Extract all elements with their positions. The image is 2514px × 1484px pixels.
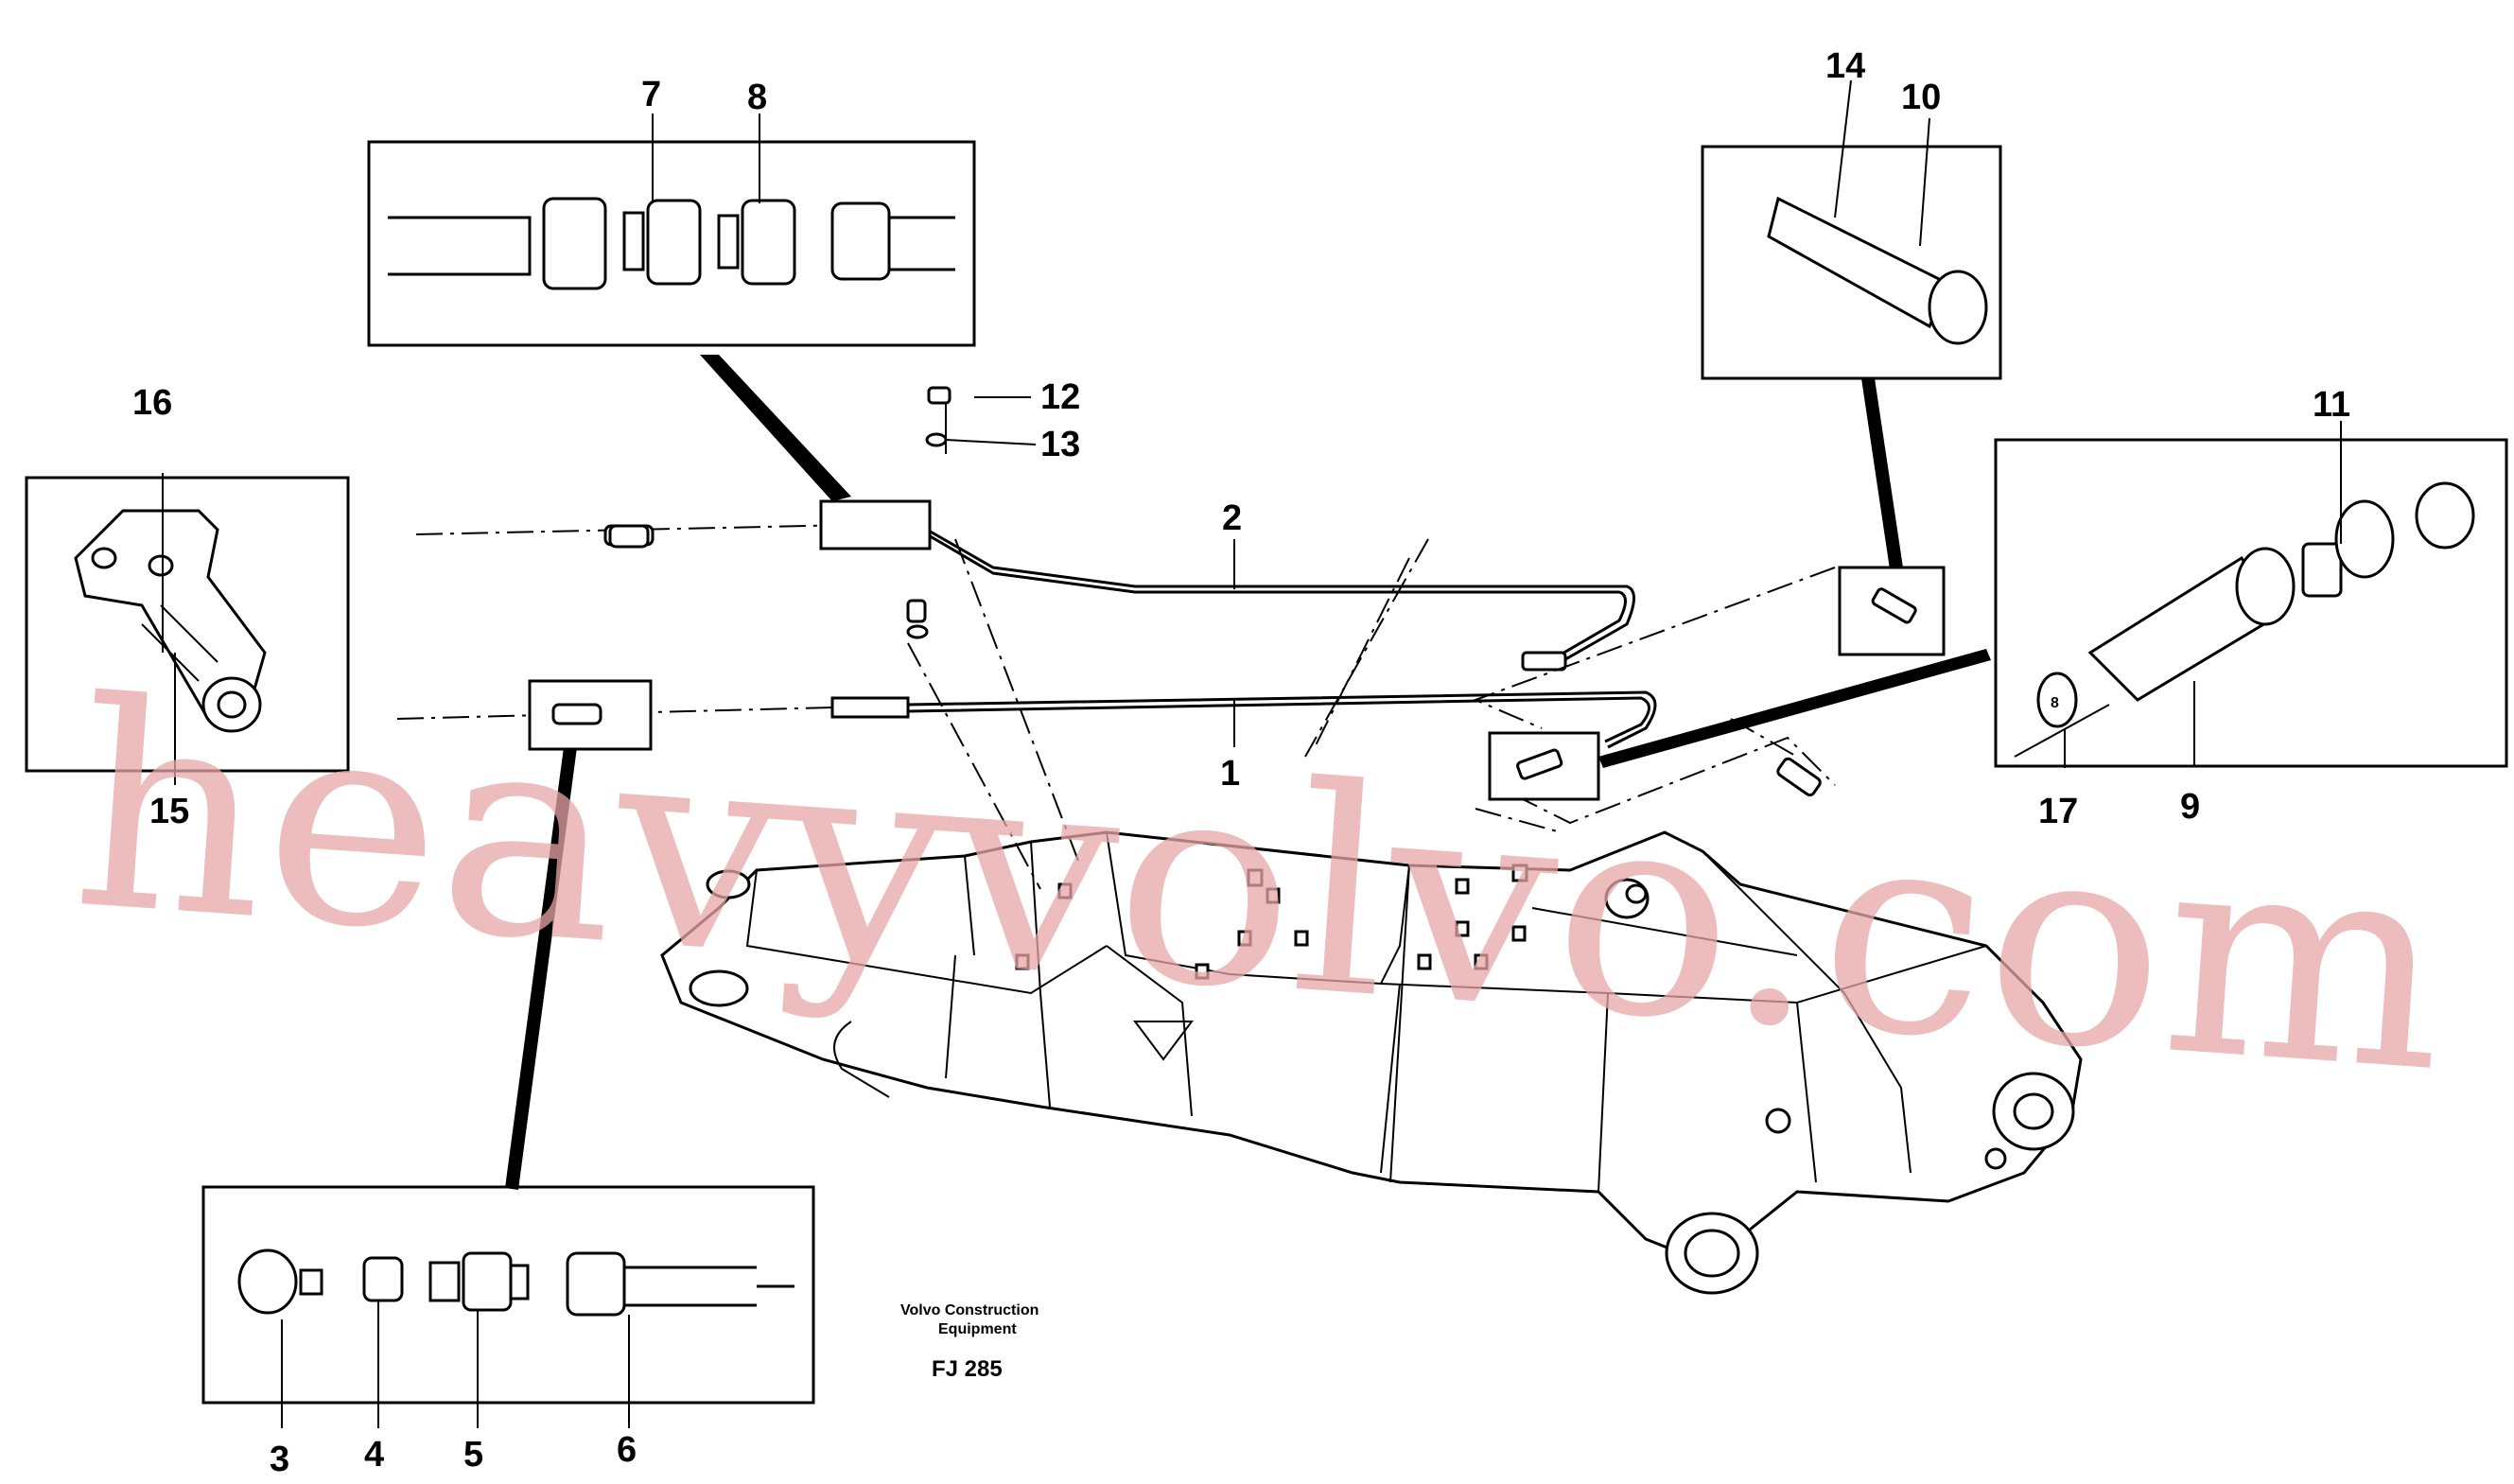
maker-line-1: Volvo Construction xyxy=(900,1302,1039,1318)
callout-7: 7 xyxy=(641,75,661,114)
callout-8: 8 xyxy=(747,78,767,117)
callout-11: 11 xyxy=(2313,385,2350,425)
callout-2: 2 xyxy=(1222,498,1242,538)
boom-assembly xyxy=(660,830,2083,1295)
callout-10: 10 xyxy=(1901,78,1941,117)
callout-12: 12 xyxy=(1040,377,1080,417)
detail-box-9-11-17 xyxy=(1488,438,2508,801)
detail-box-7-8 xyxy=(367,140,976,550)
detail-box-3-6 xyxy=(201,679,815,1405)
callout-13: 13 xyxy=(1040,425,1080,464)
callout-5: 5 xyxy=(463,1435,483,1475)
callout-17: 17 xyxy=(2038,792,2078,831)
figure-code: FJ 285 xyxy=(932,1356,1003,1382)
callout-leaders xyxy=(281,79,2342,1428)
callout-9: 9 xyxy=(2180,787,2200,827)
callout-1: 1 xyxy=(1220,754,1240,794)
callout-4: 4 xyxy=(364,1435,384,1475)
callout-labels: 1 2 3 4 5 6 7 8 9 10 11 12 13 14 15 16 1… xyxy=(132,46,2350,1479)
detail-box-10-14 xyxy=(1701,145,2002,656)
inline-mark-8: 8 xyxy=(2051,695,2059,711)
caption: Volvo Construction Equipment FJ 285 xyxy=(900,1302,1039,1382)
detail-box-15-16 xyxy=(25,473,350,785)
callout-3: 3 xyxy=(270,1440,289,1479)
callout-6: 6 xyxy=(617,1430,637,1470)
loose-fittings xyxy=(608,386,1822,797)
callout-14: 14 xyxy=(1825,46,1865,86)
callout-15: 15 xyxy=(149,792,189,831)
maker-line-2: Equipment xyxy=(938,1321,1017,1337)
callout-16: 16 xyxy=(132,383,172,423)
